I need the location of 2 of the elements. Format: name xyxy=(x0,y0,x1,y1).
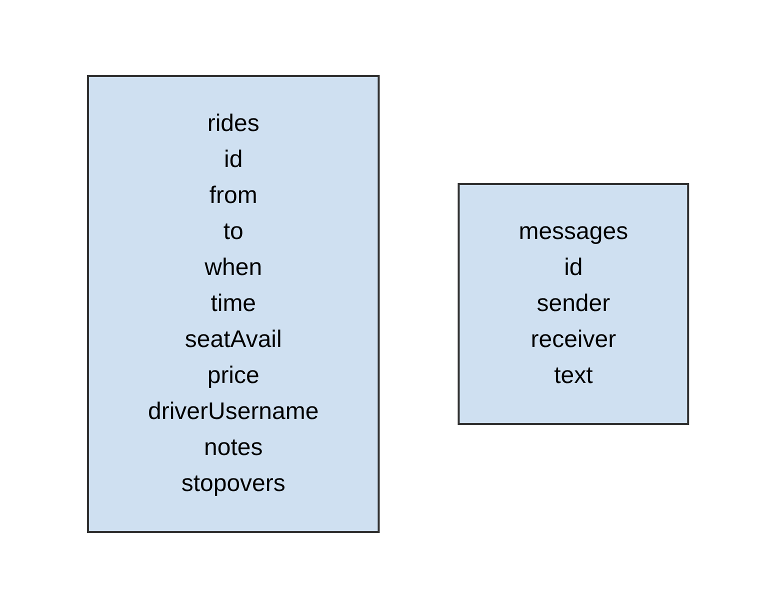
node-box: messages id sender receiver text xyxy=(458,183,690,425)
node-box: rides id from to when time seatAvail price driverUsername notes stopovers xyxy=(86,75,380,533)
